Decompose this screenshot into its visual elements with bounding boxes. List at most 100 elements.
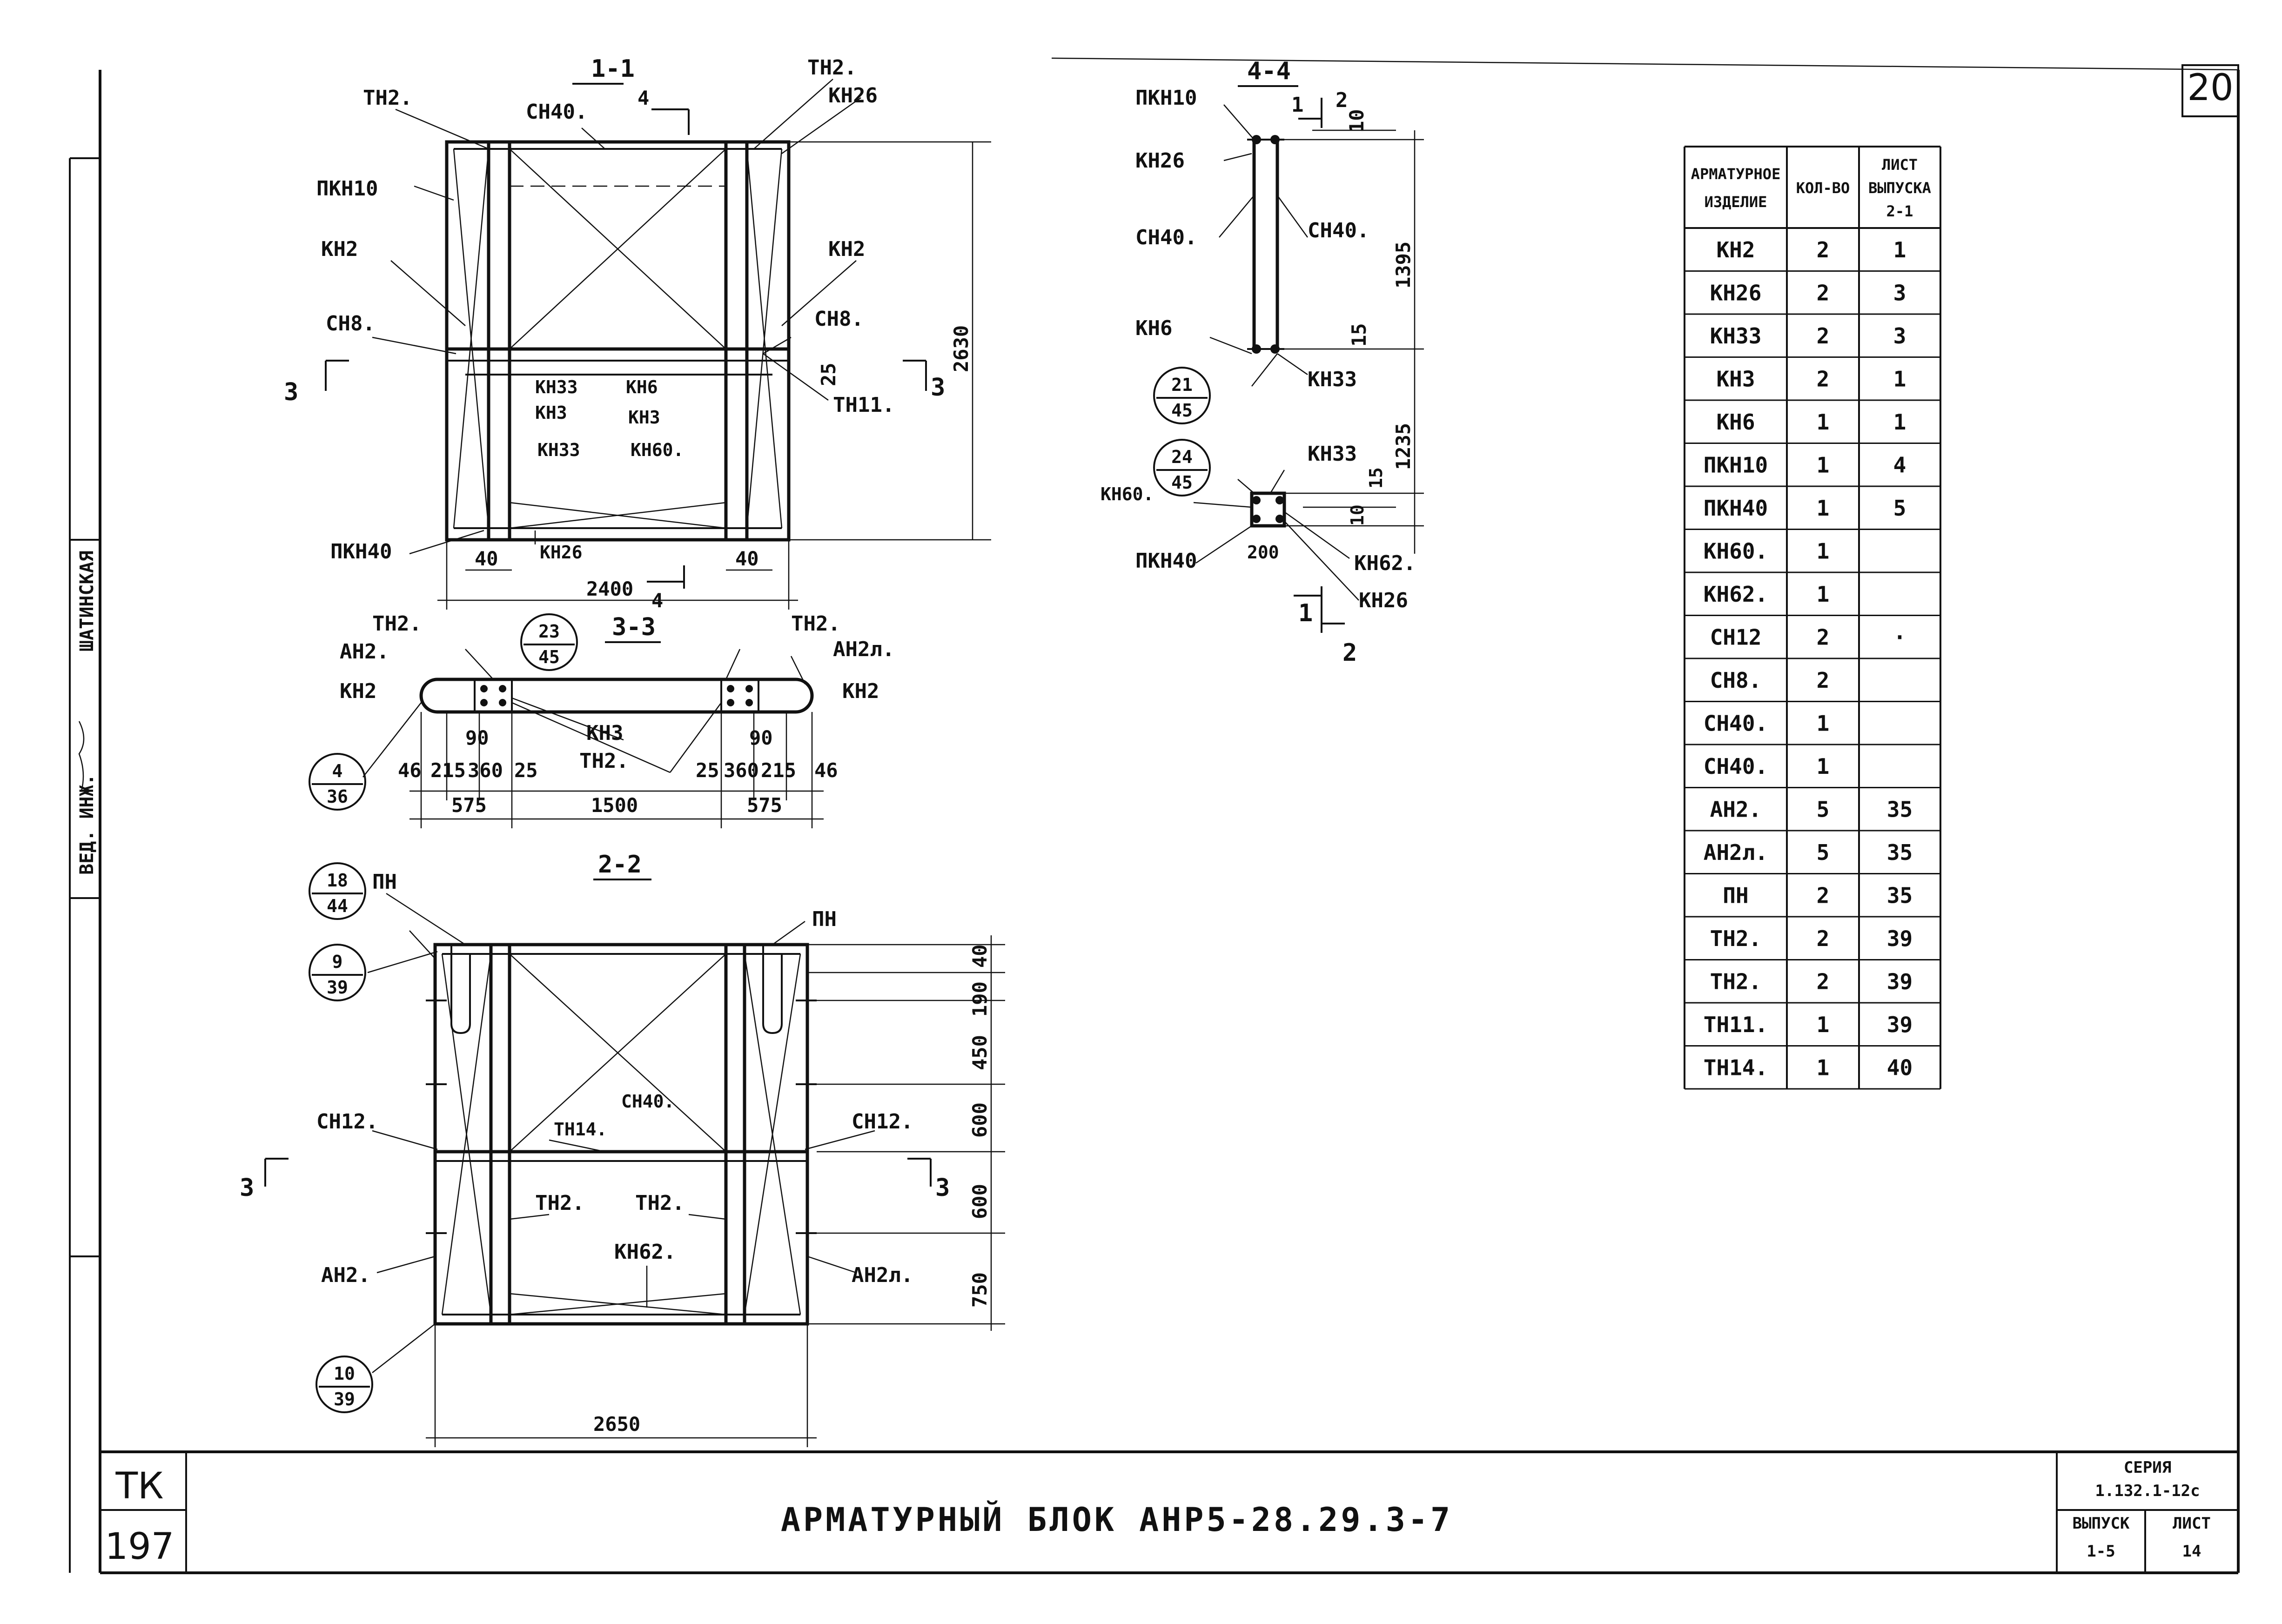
table-cell-sheet: 1	[1893, 409, 1906, 435]
corner-number: 197	[105, 1526, 175, 1568]
dim-2-2-600-a: 600	[968, 1102, 991, 1138]
label-kn60: КН60.	[631, 440, 684, 460]
table-cell-sheet: 3	[1893, 323, 1906, 349]
label-3-3-tn2-mid: ТН2.	[579, 749, 629, 773]
table-cell-sheet: 40	[1887, 1055, 1913, 1080]
signature-mark	[78, 721, 85, 792]
cut-mark-4-4-2-bottom: 2	[1342, 639, 1357, 667]
dim-3-3-90-left: 90	[465, 726, 489, 749]
callout-3-3-left-den: 36	[327, 786, 348, 807]
drawing-title: АРМАТУРНЫЙ БЛОК АНР5-28.29.3-7	[781, 1501, 1453, 1539]
label-kn33-b: КН33	[537, 440, 580, 460]
label-tn11: ТН11.	[833, 393, 894, 417]
table-cell-item: ПН	[1723, 883, 1748, 908]
callout-2-2-c	[315, 1356, 373, 1413]
table-cell-qty: 2	[1817, 280, 1830, 305]
label-tn2-left: ТН2.	[363, 86, 412, 110]
table-cell-item: ТН2.	[1710, 969, 1762, 994]
table-cell-qty: 1	[1817, 754, 1830, 779]
table-cell-sheet: 35	[1887, 840, 1913, 865]
dim-4-4-10-top: 10	[1345, 109, 1368, 133]
side-stamp-role: ВЕД. ИНЖ.	[76, 774, 98, 875]
table-header-sheet: ВЫПУСКА	[1868, 179, 1931, 197]
table-cell-qty: 2	[1817, 237, 1830, 262]
label-4-4-kn62: КН62.	[1354, 551, 1416, 575]
dim-3-3-1500: 1500	[591, 794, 638, 817]
section-1-1	[325, 79, 991, 610]
dim-3-3-215-left: 215	[430, 759, 466, 782]
series-value: 1.132.1-12с	[2095, 1482, 2200, 1500]
section-2-2	[264, 893, 1005, 1447]
issue-value: 1-5	[2087, 1542, 2115, 1561]
label-2-2-sn12-left: СН12.	[316, 1110, 378, 1134]
callout-2-2-a-den: 44	[327, 896, 348, 916]
label-4-4-kn26-top: КН26	[1135, 149, 1185, 173]
callout-2-2-c-den: 39	[334, 1389, 355, 1409]
callout-2-2-b	[309, 944, 366, 1001]
label-sn8-right: СН8.	[814, 307, 864, 331]
label-kn3-a: КН3	[535, 403, 567, 423]
cut-mark-4-4-1-top: 1	[1291, 93, 1304, 117]
cut-mark-4-top: 4	[638, 87, 649, 109]
callout-4-4-a	[1153, 367, 1211, 424]
table-cell-sheet: 35	[1887, 883, 1913, 908]
label-4-4-sn40-left: СН40.	[1135, 226, 1197, 249]
side-stamp-name: ШАТИНСКАЯ	[76, 550, 98, 651]
dim-3-3-360-left: 360	[468, 759, 503, 782]
table-cell-item: КН3	[1716, 366, 1755, 391]
callout-2-2-a	[309, 862, 366, 920]
dim-1-1-side-left: 40	[475, 547, 498, 570]
label-2-2-tn2-a: ТН2.	[535, 1191, 584, 1215]
callout-2-2-b-num: 9	[332, 952, 343, 972]
dim-4-4-200: 200	[1247, 542, 1279, 563]
table-cell-item: КН2	[1716, 237, 1755, 262]
label-4-4-pkn10: ПКН10	[1135, 86, 1197, 110]
table-cell-sheet: 4	[1893, 452, 1906, 477]
label-4-4-kn33-a: КН33	[1308, 368, 1357, 391]
table-cell-qty: 1	[1817, 496, 1830, 521]
dim-2-2-190: 190	[968, 981, 991, 1017]
callout-3-3-top-num: 23	[538, 621, 560, 642]
label-pkn40: ПКН40	[330, 540, 392, 564]
label-sn8-left: СН8.	[326, 312, 375, 336]
label-2-2-an2: АН2.	[321, 1263, 370, 1287]
table-cell-item: СН12	[1710, 624, 1762, 650]
sheet-value: 14	[2182, 1542, 2201, 1561]
label-4-4-pkn40: ПКН40	[1135, 549, 1197, 573]
table-cell-qty: 1	[1817, 1055, 1830, 1080]
dim-4-4-1395: 1395	[1392, 242, 1415, 289]
label-3-3-kn2-left: КН2	[340, 679, 376, 703]
table-cell-qty: 1	[1817, 1012, 1830, 1037]
dim-2-2-600-b: 600	[968, 1184, 991, 1219]
section-4-4	[1193, 98, 1424, 633]
label-4-4-sn40-right: СН40.	[1308, 219, 1369, 242]
table-header-item: ИЗДЕЛИЕ	[1705, 193, 1767, 211]
label-3-3-an2: АН2.	[340, 640, 389, 664]
label-kn33-a: КН33	[535, 377, 578, 397]
callout-4-4-a-den: 45	[1171, 400, 1193, 421]
callout-4-4-b-den: 45	[1171, 472, 1193, 493]
table-cell-qty: 1	[1817, 711, 1830, 736]
callout-3-3-left-num: 4	[332, 761, 343, 781]
table-cell-item: КН62.	[1704, 582, 1768, 607]
dim-4-4-1235: 1235	[1392, 423, 1415, 470]
section-2-2-title: 2-2	[598, 851, 642, 879]
label-kn26-bot: КН26	[540, 542, 583, 563]
callout-2-2-b-den: 39	[327, 977, 348, 998]
table-cell-qty: 2	[1817, 969, 1830, 994]
table-cell-qty: 2	[1817, 366, 1830, 391]
cut-mark-4-4-2-top: 2	[1336, 88, 1348, 112]
table-header-sheet: 2-1	[1886, 202, 1913, 220]
dim-1-1-gap: 25	[817, 362, 840, 386]
label-sn40: СН40.	[526, 100, 587, 124]
table-cell-item: ПКН10	[1704, 452, 1768, 477]
label-4-4-kn60: КН60.	[1101, 484, 1154, 504]
callout-2-2-a-num: 18	[327, 870, 348, 891]
table-cell-qty: 2	[1817, 323, 1830, 349]
section-1-1-title: 1-1	[591, 55, 635, 83]
cut-mark-2-2-3-right: 3	[935, 1174, 950, 1202]
dim-3-3-46-left: 46	[398, 759, 422, 782]
callout-4-4-b	[1153, 439, 1211, 497]
table-cell-qty: 1	[1817, 452, 1830, 477]
